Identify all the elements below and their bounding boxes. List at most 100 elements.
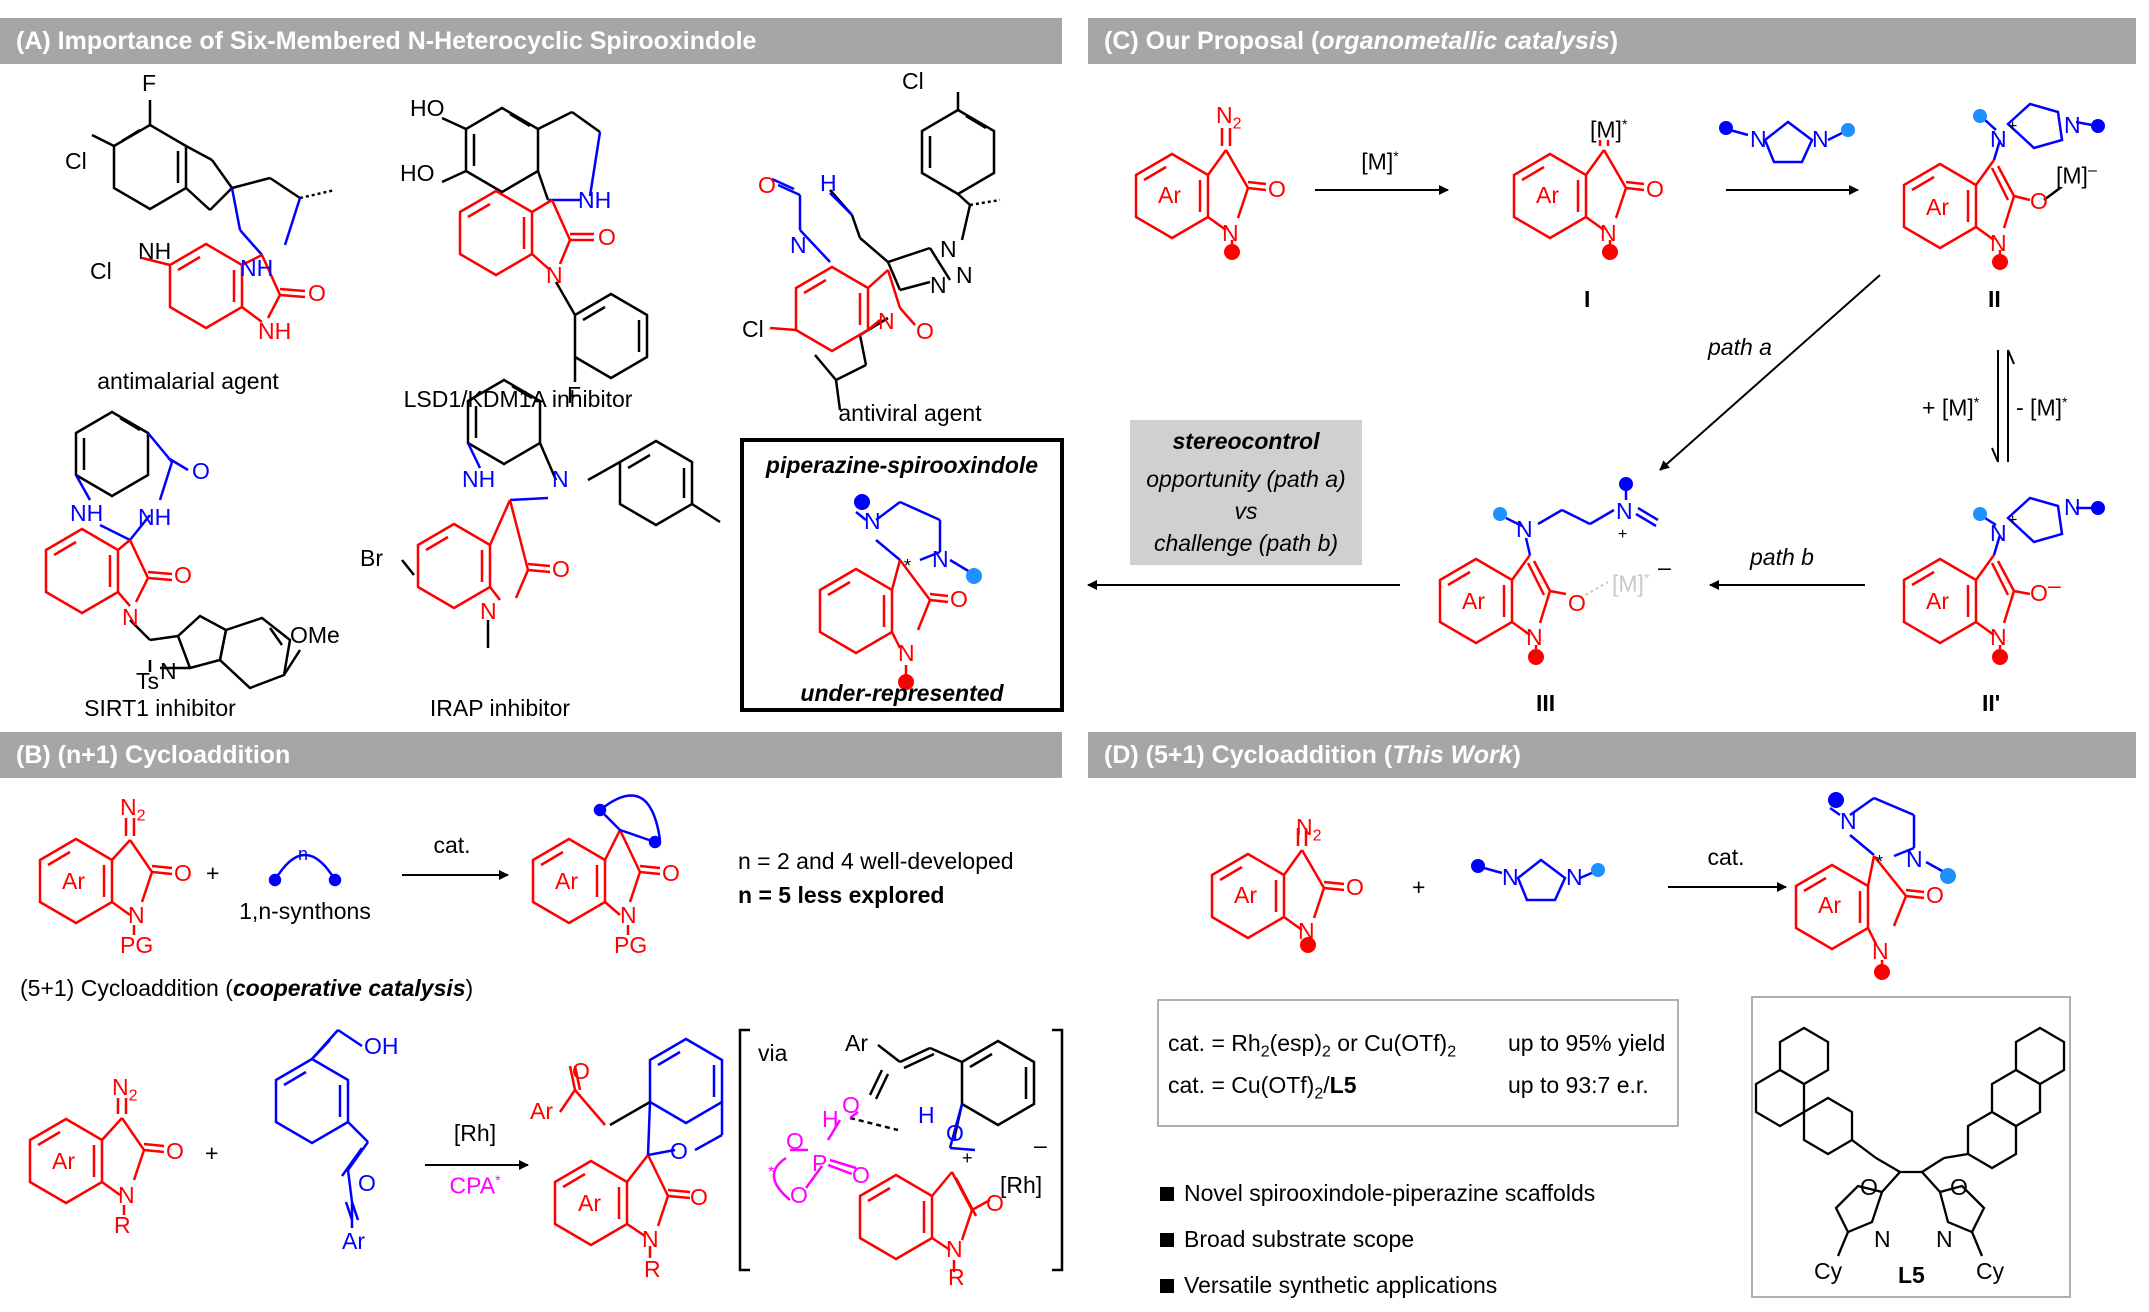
product-d: [1794, 792, 1956, 980]
b2-R: R: [114, 1212, 131, 1238]
atom-Cl-3b: Cl: [742, 316, 764, 342]
dp-Ar: Ar: [1818, 892, 1841, 918]
atom-N-3b: N: [940, 236, 957, 262]
I-N: N: [1600, 220, 1617, 246]
atom-N-4: N: [122, 604, 139, 630]
bullet-3-text: Versatile synthetic applications: [1184, 1272, 1498, 1298]
b2-Rh: [Rh]: [453, 1120, 497, 1146]
diazooxindole-d: [1210, 828, 1345, 953]
synthon-arc: [268, 853, 342, 887]
b1-O: O: [174, 860, 192, 886]
atom-F-1: F: [142, 70, 157, 96]
cond-row1-sub3: 2: [1447, 1043, 1457, 1061]
atom-NH-2: NH: [578, 187, 612, 213]
minus-M-text: - [M]: [2016, 394, 2062, 421]
atom-O-2: O: [598, 224, 616, 250]
sirt1-structure: [44, 410, 302, 690]
label-antimalarial: antimalarial agent: [97, 368, 279, 394]
I-M-star: *: [1621, 116, 1628, 132]
b2p-R: R: [644, 1256, 661, 1282]
ligand-box: [1751, 996, 2071, 1298]
cond-row2-a: cat. = Cu(OTf): [1168, 1072, 1315, 1098]
panel-c-header: (C) Our Proposal (organometallic catalys…: [1088, 18, 2136, 64]
III-N1: N: [1516, 516, 1533, 542]
coop-title: (5+1) Cycloaddition (cooperative catalys…: [20, 975, 473, 1002]
II-M: [M]–: [2056, 162, 2097, 190]
atom-NH-1c: NH: [258, 318, 292, 344]
I-M: [M]*: [1590, 116, 1627, 144]
bullet-2-text: Broad substrate scope: [1184, 1226, 1415, 1252]
ts-minus: –: [1034, 1132, 1047, 1158]
atom-N-4b: N: [160, 658, 177, 684]
ts-plus: +: [962, 1148, 973, 1168]
cond-row1-sub2: 2: [1322, 1043, 1331, 1061]
cond-row1-sub1: 2: [1260, 1043, 1270, 1061]
b2-O: O: [358, 1170, 376, 1196]
product-b2: [553, 1037, 724, 1258]
piperazine-spirooxindole-structure: [818, 494, 982, 690]
box-atom-N-b: N: [932, 546, 949, 572]
II-N1: N: [1990, 126, 2007, 152]
b1-plus: +: [206, 860, 220, 886]
antiviral-structure: [769, 92, 1001, 411]
cond-row1-c: or Cu(OTf): [1330, 1030, 1448, 1056]
b1p-Ar: Ar: [555, 868, 578, 894]
atom-Ts-4: Ts: [136, 668, 159, 694]
b2p-Ar: Ar: [530, 1098, 553, 1124]
atom-H-3: H: [820, 170, 837, 196]
atom-HO-2b: HO: [400, 160, 435, 186]
panel-c-header-em: organometallic catalysis: [1319, 27, 1610, 55]
ts-P: P: [812, 1150, 828, 1176]
box-title: piperazine-spirooxindole: [765, 452, 1039, 478]
d-Ar: Ar: [1234, 882, 1257, 908]
cond-row1-a: cat. = Rh: [1168, 1030, 1261, 1056]
c-N2: N2: [1216, 102, 1242, 134]
ts-H-a: H: [822, 1106, 839, 1132]
antimalarial-structure: [91, 100, 336, 330]
d-N2-sub: 2: [1312, 827, 1322, 845]
stereo-line3: challenge (path b): [1153, 530, 1339, 556]
II-M-minus: –: [2087, 162, 2097, 179]
ts-O-e: O: [946, 1120, 964, 1146]
ylide-II: [1902, 102, 2105, 270]
minus-M-label: - [M]*: [2016, 394, 2067, 422]
dp-O: O: [1926, 882, 1944, 908]
b2p-N: N: [642, 1226, 659, 1252]
c-O: O: [1268, 176, 1286, 202]
IIp-N1: N: [1990, 520, 2007, 546]
b2p-O1: O: [572, 1058, 590, 1084]
II-M-text: [M]: [2056, 162, 2088, 189]
c-M-arrow1-star: *: [1393, 148, 1399, 164]
III-M: [M]*: [1612, 570, 1649, 598]
label-II: II: [1988, 286, 2001, 312]
II-plus: +: [2008, 118, 2018, 135]
stereo-line2: vs: [1234, 498, 1258, 524]
L5-N1: N: [1874, 1226, 1891, 1252]
atom-OMe-4: OMe: [290, 622, 340, 648]
b2p-Ar2: Ar: [578, 1190, 601, 1216]
IIp-N3: N: [1990, 624, 2007, 650]
I-M-text: [M]: [1590, 116, 1622, 143]
c-Ar: Ar: [1158, 182, 1181, 208]
IIp-O: O: [2030, 580, 2048, 606]
panel-d-header-close: ): [1512, 741, 1521, 769]
atom-O-4b: O: [174, 562, 192, 588]
atom-NH-1b: NH: [240, 255, 274, 281]
dp-N3: N: [1872, 938, 1889, 964]
b2-CPA: CPA*: [425, 1172, 525, 1200]
b1p-PG: PG: [614, 932, 648, 958]
b2-N: N: [118, 1182, 135, 1208]
ts-star: *: [768, 1164, 775, 1181]
I-Ar: Ar: [1536, 182, 1559, 208]
atom-N-2: N: [546, 262, 563, 288]
transition-state: [772, 1039, 1036, 1272]
b2p-O2: O: [670, 1138, 688, 1164]
d-cat: cat.: [1707, 844, 1745, 870]
panel-d-header-em: This Work: [1392, 741, 1513, 769]
b1-PG: PG: [120, 932, 154, 958]
atom-Cl-3a: Cl: [902, 68, 924, 94]
b1-N2: N2: [120, 794, 146, 826]
box-star: *: [904, 556, 912, 576]
imidazolidine-d: [1471, 858, 1605, 902]
